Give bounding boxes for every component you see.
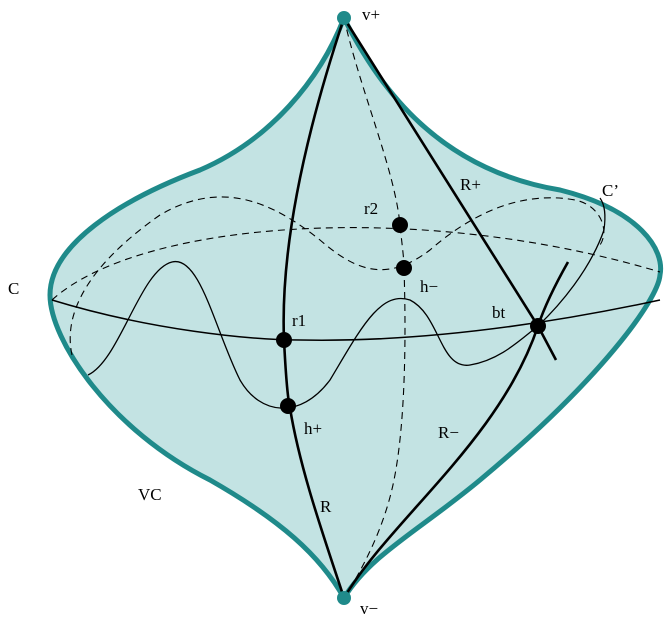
meridian-lower-dashed: [343, 267, 406, 599]
label-h-plus: h+: [304, 419, 322, 438]
meridian-upper-dashed: [343, 17, 405, 269]
vertex-v-plus: [337, 11, 351, 25]
label-r: R: [320, 497, 332, 516]
vertex-v-minus: [337, 591, 351, 605]
point-bt: [530, 318, 546, 334]
surface-body: [50, 18, 661, 598]
point-h-minus: [396, 260, 412, 276]
label-vc: VC: [138, 485, 162, 504]
label-v-minus: v−: [360, 599, 378, 618]
label-bt: bt: [492, 303, 506, 322]
label-r2: r2: [364, 199, 378, 218]
point-r2: [392, 217, 408, 233]
point-h-plus: [280, 398, 296, 414]
r-path: [282, 17, 346, 599]
label-r-minus: R−: [438, 423, 459, 442]
label-r1: r1: [292, 311, 306, 330]
label-v-plus: v+: [362, 5, 380, 24]
back-ellipse-curve: [51, 227, 661, 301]
label-c: C: [8, 279, 19, 298]
visible-curves: [51, 17, 661, 599]
front-ellipse-curve: [51, 299, 661, 341]
hidden-curves: [51, 17, 661, 599]
label-c-prime: C’: [602, 181, 619, 200]
label-h-minus: h−: [420, 277, 438, 296]
point-r1: [276, 332, 292, 348]
label-r-plus: R+: [460, 175, 481, 194]
c-prime-edge: [599, 197, 606, 231]
front-wave-curve: [87, 229, 605, 409]
r-minus-path: [342, 261, 570, 599]
back-wave-curve: [69, 196, 605, 356]
